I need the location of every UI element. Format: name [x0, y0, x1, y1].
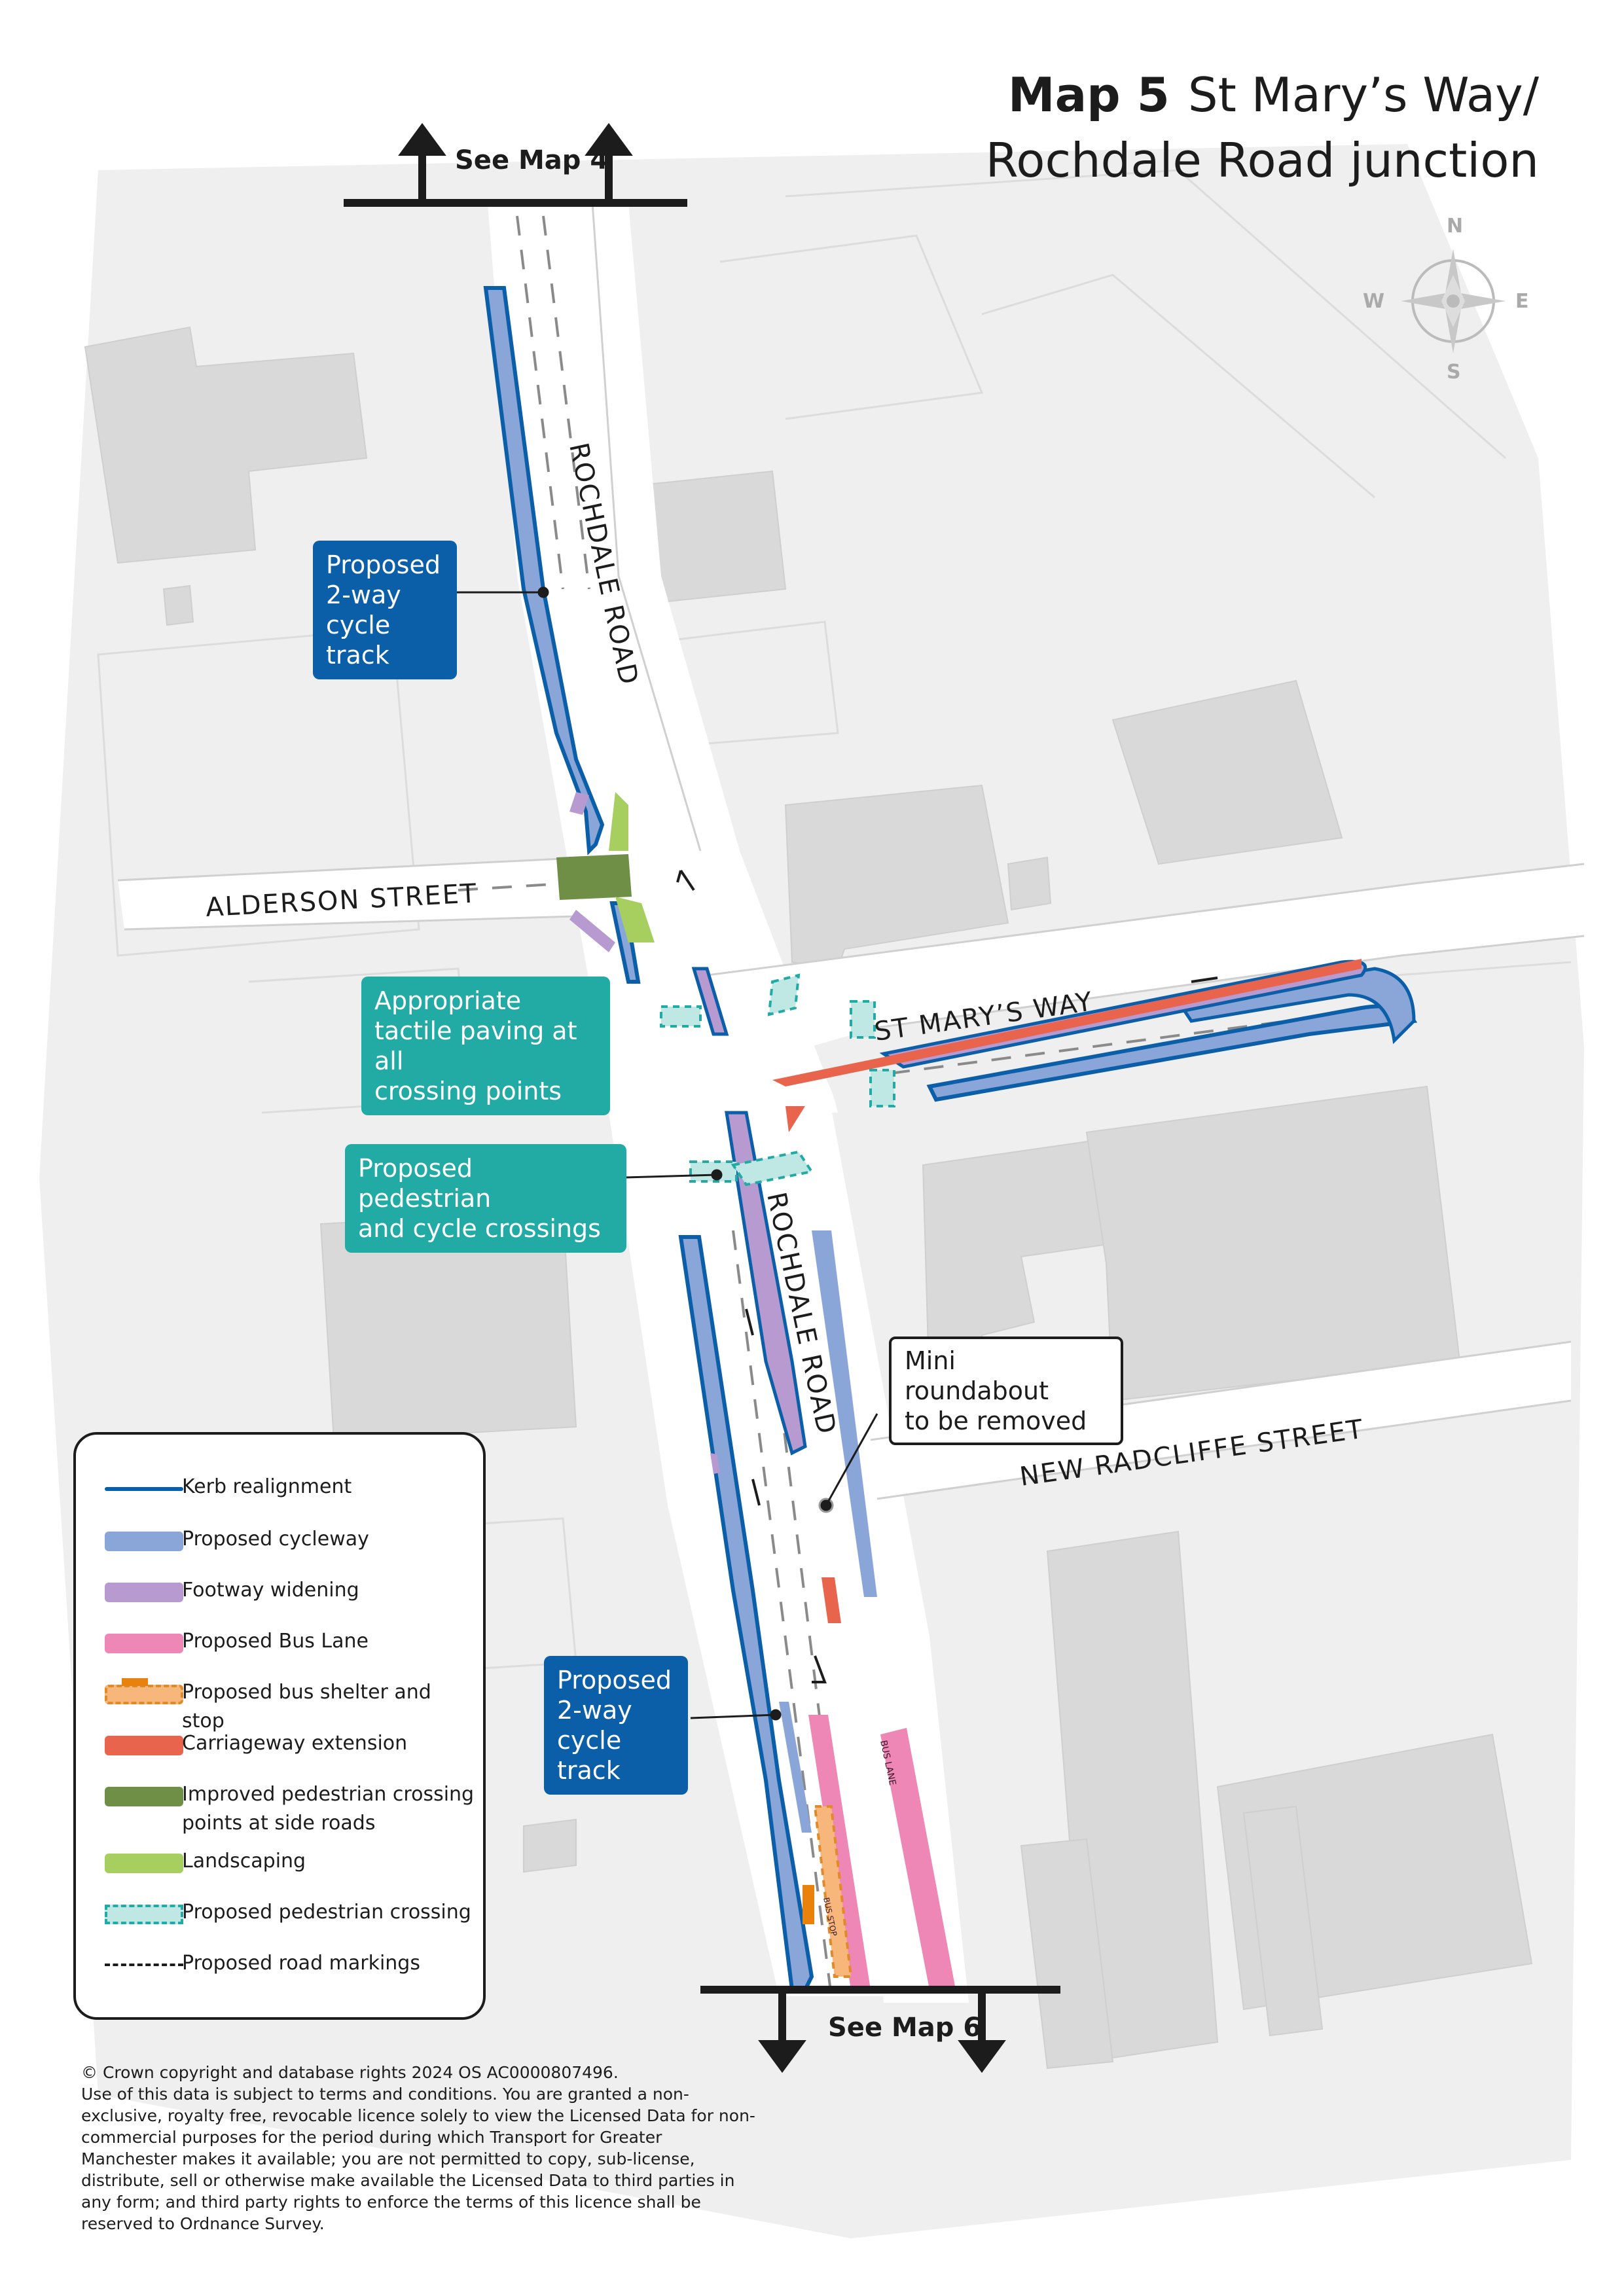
- callout-line: and cycle crossings: [358, 1214, 601, 1243]
- legend-swatch-bar: [105, 1736, 183, 1755]
- legend-label: Proposed cycleway: [182, 1528, 369, 1551]
- legend-item: Proposed pedestrian crossing: [76, 1899, 482, 1952]
- proposed-bus-lane: [808, 1715, 956, 1990]
- legend-swatch-bar: [105, 1532, 183, 1551]
- legend-item: Proposed bus shelter and stop: [76, 1678, 482, 1732]
- legend-label: Carriageway extension: [182, 1732, 408, 1755]
- title-line2: Rochdale Road junction: [985, 133, 1539, 188]
- legend-swatch-bar: [105, 1787, 183, 1806]
- callout-line: tactile paving at all: [374, 1016, 577, 1075]
- legend-label: Footway widening: [182, 1579, 359, 1602]
- legend-label: Kerb realignment: [182, 1475, 352, 1498]
- compass-e: E: [1515, 290, 1529, 313]
- legend-item: Proposed road markings: [76, 1950, 482, 2003]
- copyright-body: Use of this data is subject to terms and…: [81, 2085, 755, 2233]
- legend-label: Proposed pedestrian crossing: [182, 1901, 471, 1924]
- callout-line: cycle track: [326, 611, 391, 670]
- legend-item: Proposed Bus Lane: [76, 1628, 482, 1681]
- legend-item: Proposed cycleway: [76, 1526, 482, 1579]
- callout-line: cycle track: [557, 1726, 622, 1785]
- compass: N E S W: [1363, 215, 1529, 384]
- callout-tactile-paving: Appropriate tactile paving at all crossi…: [361, 977, 610, 1115]
- legend-item: Carriageway extension: [76, 1731, 482, 1783]
- compass-w: W: [1363, 290, 1384, 313]
- road-edges: [117, 202, 1585, 1500]
- callout-line: Proposed: [326, 550, 441, 579]
- callout-line: 2-way: [557, 1696, 632, 1725]
- map-title: Map 5 St Mary’s Way/ Rochdale Road juncti…: [986, 62, 1539, 193]
- proposed-cycleway-south: [678, 1235, 814, 1992]
- see-map-south[interactable]: See Map 6: [828, 2013, 982, 2043]
- carriageway-extension: [772, 959, 1362, 1623]
- proposed-cycleway-east: [812, 967, 1418, 1597]
- bus-shelter-stop: [803, 1805, 853, 1978]
- roads: [118, 203, 1584, 2003]
- callout-mini-roundabout: Mini roundabout to be removed: [889, 1336, 1123, 1445]
- callout-line: crossing points: [374, 1077, 562, 1105]
- map-nav-north: [344, 122, 687, 207]
- title-line1: St Mary’s Way/: [1187, 67, 1539, 122]
- legend-item: Landscaping: [76, 1848, 482, 1901]
- improved-crossing-points: [556, 792, 655, 942]
- bus-shelter-icon: [122, 1678, 148, 1686]
- legend-item: Kerb realignment: [76, 1474, 482, 1526]
- legend-label: Landscaping: [182, 1850, 306, 1873]
- callout-line: 2-way: [326, 581, 401, 609]
- proposed-pedestrian-crossings: [660, 973, 895, 1187]
- legend-swatch-dashed-box: [105, 1905, 183, 1924]
- callout-line: Mini roundabout: [905, 1346, 1049, 1405]
- legend-label: Proposed road markings: [182, 1952, 420, 1975]
- legend-swatch-bar: [105, 1854, 183, 1873]
- callout-ped-cycle-crossings: Proposed pedestrian and cycle crossings: [345, 1144, 626, 1253]
- callout-line: Proposed: [557, 1666, 672, 1695]
- map-number: Map 5: [1007, 67, 1170, 122]
- legend-swatch-dash-line: [105, 1964, 183, 1966]
- legend-swatch-bar: [105, 1583, 183, 1602]
- legend-label: Improved pedestrian crossing points at s…: [182, 1783, 475, 1835]
- callout-cycle-track-south: Proposed 2-way cycle track: [544, 1656, 688, 1795]
- see-map-north[interactable]: See Map 4: [455, 145, 609, 175]
- callout-line: Proposed pedestrian: [358, 1154, 492, 1213]
- compass-n: N: [1447, 215, 1463, 238]
- callout-line: Appropriate: [374, 986, 522, 1015]
- legend-swatch-line: [105, 1487, 183, 1491]
- footway-widening-alderson: [569, 792, 720, 1474]
- buildings: [84, 326, 1533, 2070]
- lane-markings: [458, 215, 1362, 1997]
- legend-label: Proposed bus shelter and stop: [182, 1681, 431, 1732]
- compass-s: S: [1447, 361, 1461, 384]
- road-marking-arrows: [676, 869, 1218, 1683]
- leader-lines: [452, 586, 878, 1721]
- callout-cycle-track-north: Proposed 2-way cycle track: [313, 541, 457, 679]
- legend-item: Improved pedestrian crossing points at s…: [76, 1782, 482, 1835]
- legend-swatch-bus-stop: [105, 1678, 183, 1704]
- copyright-line1: © Crown copyright and database rights 20…: [81, 2063, 619, 2082]
- legend-item: Footway widening: [76, 1577, 482, 1630]
- callout-line: to be removed: [905, 1407, 1087, 1435]
- copyright-notice: © Crown copyright and database rights 20…: [81, 2062, 755, 2234]
- legend-swatch-bar: [105, 1634, 183, 1653]
- legend-label: Proposed Bus Lane: [182, 1630, 369, 1653]
- map-nav-south: [700, 1986, 1060, 2073]
